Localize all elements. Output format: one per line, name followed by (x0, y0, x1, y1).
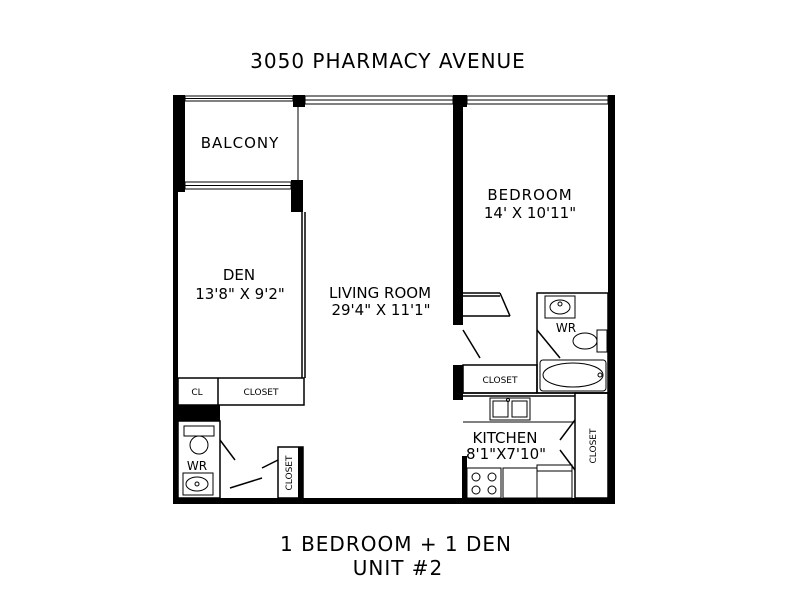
room-name-wr-main: WR (187, 459, 207, 473)
room-size-kitchen: 8'1"X7'10" (466, 445, 546, 463)
windows (184, 95, 609, 190)
closet-label-cl: CL (191, 388, 202, 398)
room-name-bedroom: BEDROOM (487, 186, 572, 204)
room-name-balcony: BALCONY (201, 134, 280, 152)
room-size-den: 13'8" X 9'2" (195, 285, 285, 303)
closet-label-kitchen: CLOSET (589, 428, 599, 463)
room-balcony: BALCONY (201, 134, 280, 152)
exterior-walls (173, 95, 615, 504)
room-den: DEN 13'8" X 9'2" (195, 266, 285, 303)
closet-label-bath: CLOSET (483, 376, 518, 386)
room-name-kitchen: KITCHEN (473, 429, 538, 447)
closet-label-entry: CLOSET (285, 455, 295, 490)
room-size-living: 29'4" X 11'1" (331, 301, 430, 319)
room-bedroom: BEDROOM 14' X 10'11" (484, 186, 576, 222)
room-name-wr-ensuite: WR (556, 321, 576, 335)
room-living: LIVING ROOM 29'4" X 11'1" (329, 284, 431, 319)
room-name-living: LIVING ROOM (329, 284, 431, 302)
room-name-den: DEN (223, 266, 255, 284)
unit-type: 1 BEDROOM + 1 DEN (280, 532, 512, 556)
closet-label-den: CLOSET (244, 388, 279, 398)
room-kitchen: KITCHEN 8'1"X7'10" (466, 429, 546, 463)
unit-number: UNIT #2 (353, 556, 444, 580)
plan-title: 3050 PHARMACY AVENUE (250, 49, 526, 73)
room-size-bedroom: 14' X 10'11" (484, 204, 576, 222)
interior-walls (177, 212, 609, 500)
fixtures (182, 295, 608, 499)
